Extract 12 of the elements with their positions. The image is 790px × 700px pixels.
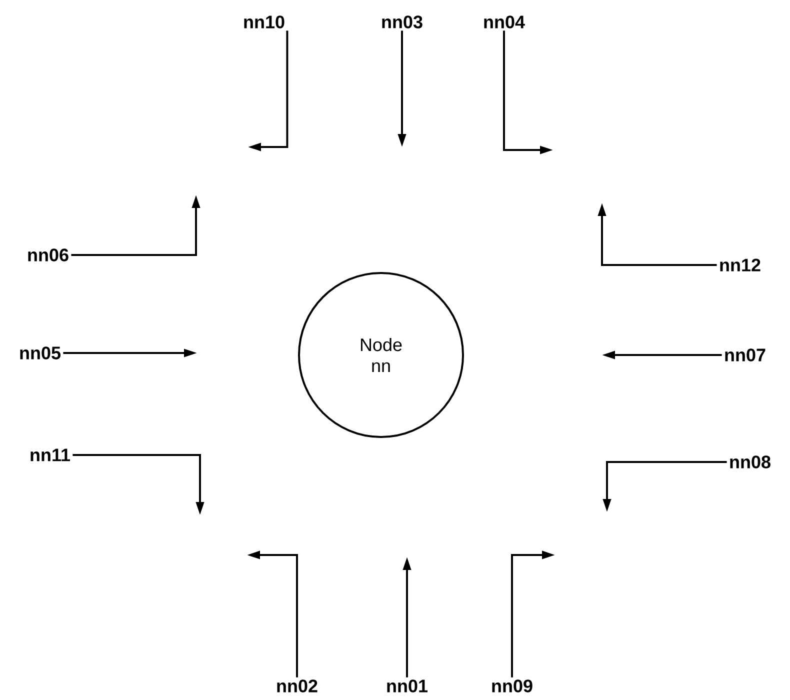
port-label: nn07 [725, 348, 766, 362]
port-label: nn06 [28, 248, 68, 262]
port-label: nn08 [730, 456, 770, 468]
port-label: nn02 [277, 680, 318, 692]
port-label: nn11 [30, 448, 70, 462]
port-label: nn01 [387, 680, 428, 692]
port-label: nn12 [720, 258, 760, 272]
port-label: nn09 [492, 680, 532, 692]
port-label: nn10 [244, 16, 284, 28]
port-label: nn05 [20, 346, 61, 360]
port-label: nn04 [484, 16, 525, 28]
port-label: nn03 [382, 16, 422, 28]
